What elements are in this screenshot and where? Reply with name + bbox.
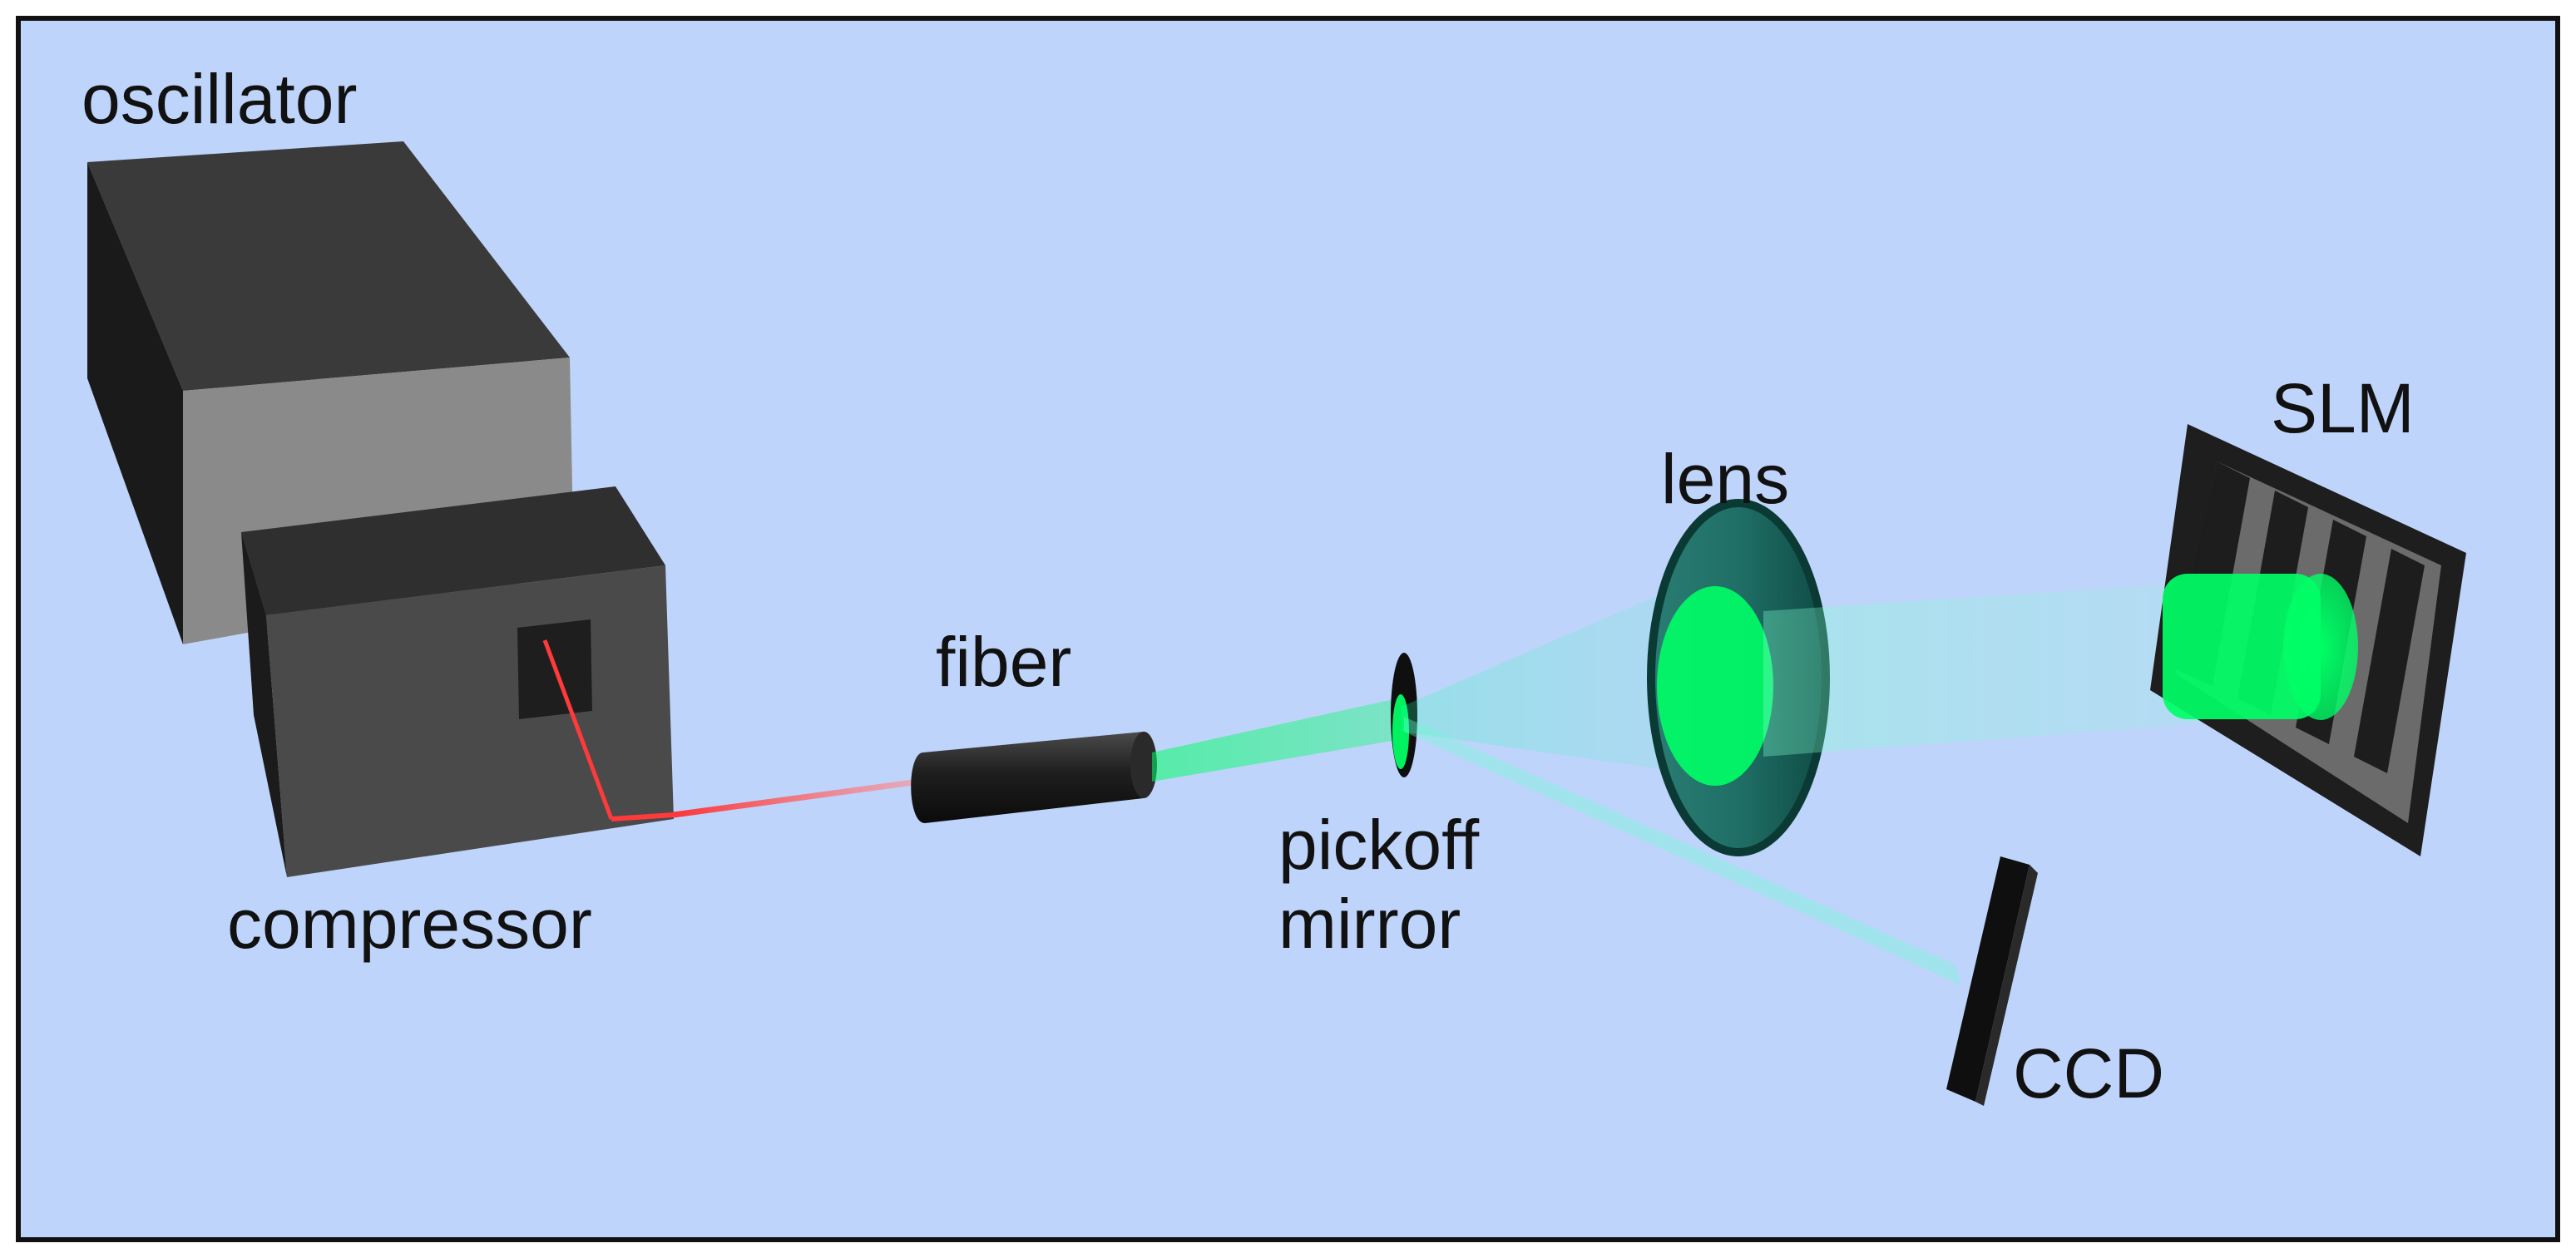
label-fiber: fiber	[936, 623, 1071, 701]
label-ccd: CCD	[2013, 1034, 2164, 1112]
label-mirror: mirror	[1278, 885, 1461, 963]
red-laser-beam	[542, 639, 920, 821]
compressor-box	[241, 486, 674, 877]
green-beam-lens-to-slm	[1763, 582, 2204, 757]
slm-device	[2150, 424, 2466, 856]
ccd-sensor	[1946, 856, 2038, 1106]
label-compressor: compressor	[227, 885, 592, 963]
lens	[1647, 499, 1830, 856]
label-lens: lens	[1661, 440, 1789, 518]
green-beam-mirror-to-ccd	[1404, 717, 1961, 985]
label-pickoff: pickoff	[1278, 806, 1480, 884]
green-beam-fiber-to-mirror	[1152, 698, 1397, 782]
label-oscillator: oscillator	[82, 60, 357, 138]
green-beam-mirror-to-lens	[1402, 582, 1688, 773]
label-slm: SLM	[2271, 369, 2415, 447]
slm-green-spot	[2163, 574, 2358, 720]
fiber-cylinder	[911, 732, 1157, 823]
